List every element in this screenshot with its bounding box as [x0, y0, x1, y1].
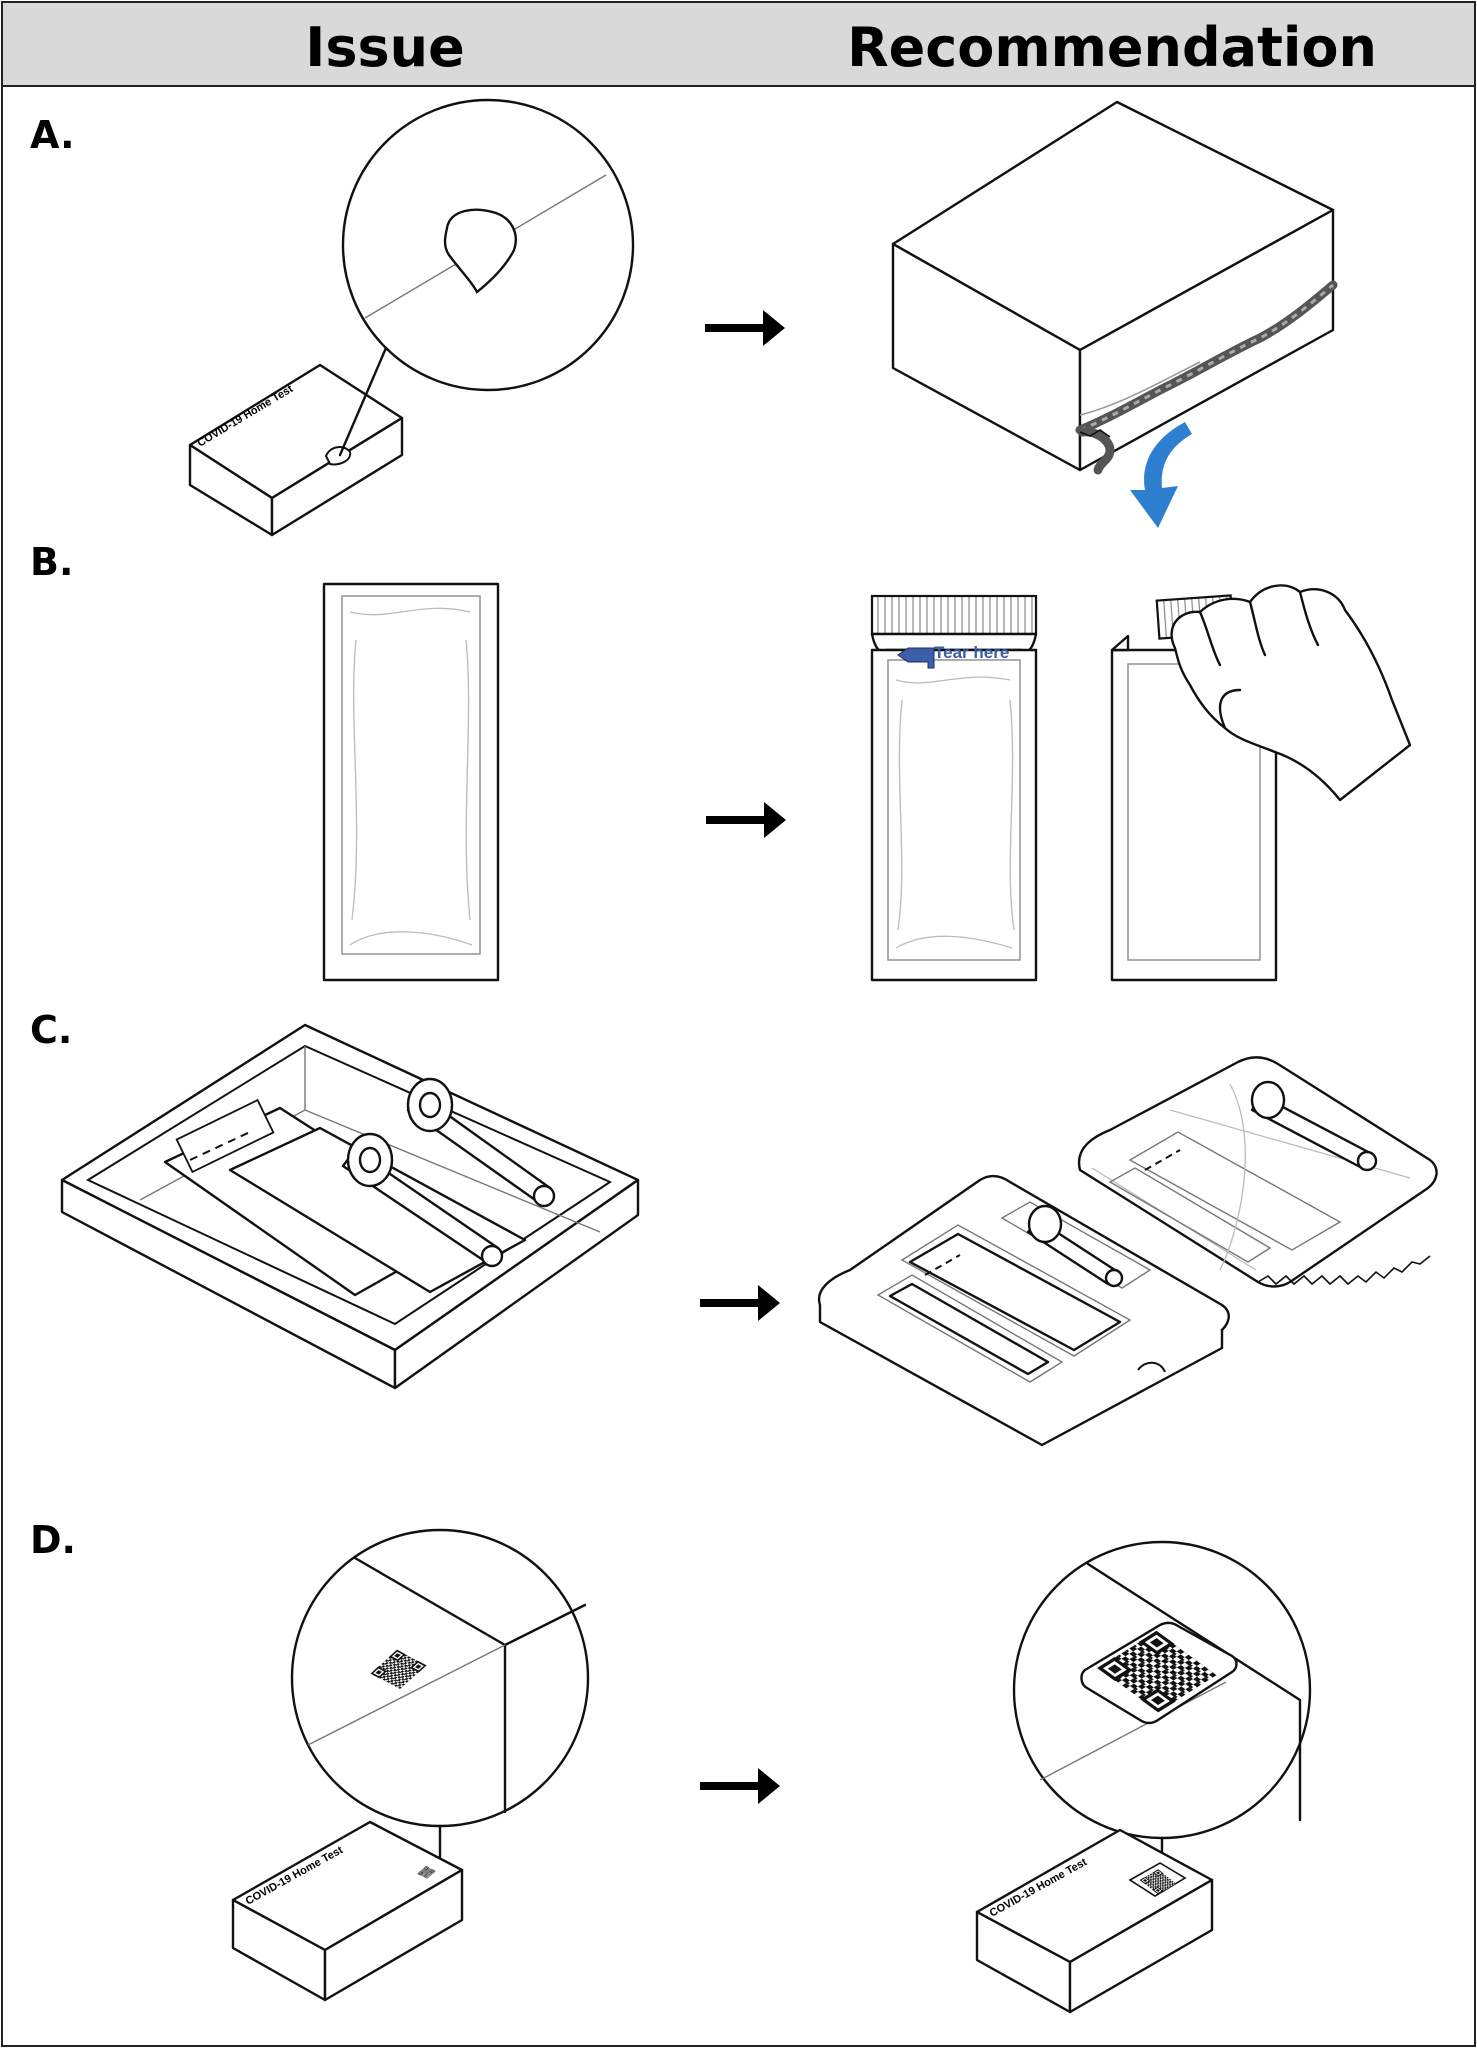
swab-2 — [406, 1077, 556, 1208]
row-c-recommendation-sealed-pack — [1077, 1056, 1438, 1288]
row-c-issue-tray — [60, 1023, 640, 1390]
row-b-recommendation-tear-pouch: Tear here — [870, 594, 1038, 982]
row-b-issue-pouch — [322, 582, 500, 982]
row-a-issue: COVID-19 Home Test — [188, 98, 635, 537]
hand-icon — [1170, 584, 1412, 802]
row-a-recommendation — [891, 100, 1338, 528]
row-c-recommendation-insert — [817, 1174, 1230, 1447]
recommendation-column-header: Recommendation — [847, 16, 1377, 79]
swab-1 — [341, 1132, 504, 1268]
header-bar — [1, 1, 1476, 87]
row-label-c: C. — [30, 1008, 72, 1052]
curved-arrow-down-icon — [1130, 422, 1192, 528]
row-d-issue: COVID-19 Home Test — [231, 1528, 590, 2002]
tear-arrow-icon — [897, 647, 935, 669]
puncture-hole — [443, 208, 517, 294]
row-label-d: D. — [30, 1518, 76, 1562]
tear-here-label: Tear here — [934, 643, 1009, 662]
row-label-a: A. — [30, 113, 75, 157]
tear-tab — [870, 594, 1038, 636]
issue-column-header: Issue — [305, 16, 464, 79]
row-d-recommendation: COVID-19 Home Test — [975, 1540, 1312, 2014]
small-test-box: COVID-19 Home Test — [188, 363, 404, 537]
row-label-b: B. — [30, 540, 73, 584]
row-b-recommendation-opened-pouch — [1110, 584, 1412, 982]
